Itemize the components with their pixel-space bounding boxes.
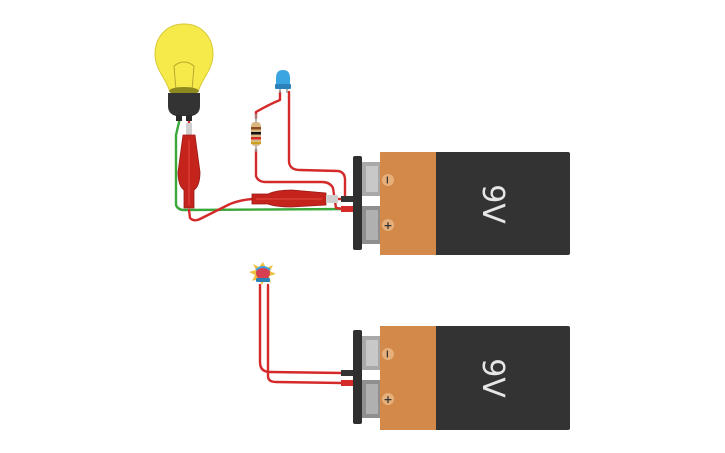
battery-bottom-label: 9V <box>475 358 510 398</box>
light-bulb-icon[interactable] <box>154 23 214 121</box>
battery-9v-bottom[interactable]: − + 9V <box>341 326 570 430</box>
alligator-clip-right-icon[interactable] <box>251 189 338 208</box>
battery-top-plus-sign: + <box>383 219 392 232</box>
battery-bottom-plus-sign: + <box>383 393 392 406</box>
blue-led-icon[interactable] <box>275 70 291 93</box>
battery-top-label: 9V <box>475 184 510 224</box>
battery-top-minus-sign: − <box>381 175 394 184</box>
burnt-led-icon[interactable] <box>249 262 276 285</box>
wire-red-led-short[interactable] <box>254 90 282 120</box>
wires <box>174 90 352 385</box>
wire-red-clip-to-clip[interactable] <box>187 197 254 222</box>
wire-red-led[interactable] <box>287 90 347 201</box>
alligator-clip-left-icon[interactable] <box>177 123 201 209</box>
battery-bottom-minus-sign: − <box>381 349 394 358</box>
wire-red-burnt-1[interactable] <box>258 283 345 375</box>
wire-red-resistor[interactable] <box>254 148 346 211</box>
wire-green-bulb[interactable] <box>174 116 352 212</box>
battery-9v-top[interactable]: − + 9V <box>341 152 570 255</box>
resistor-icon[interactable] <box>251 114 261 152</box>
wire-red-burnt-2[interactable] <box>266 283 345 385</box>
